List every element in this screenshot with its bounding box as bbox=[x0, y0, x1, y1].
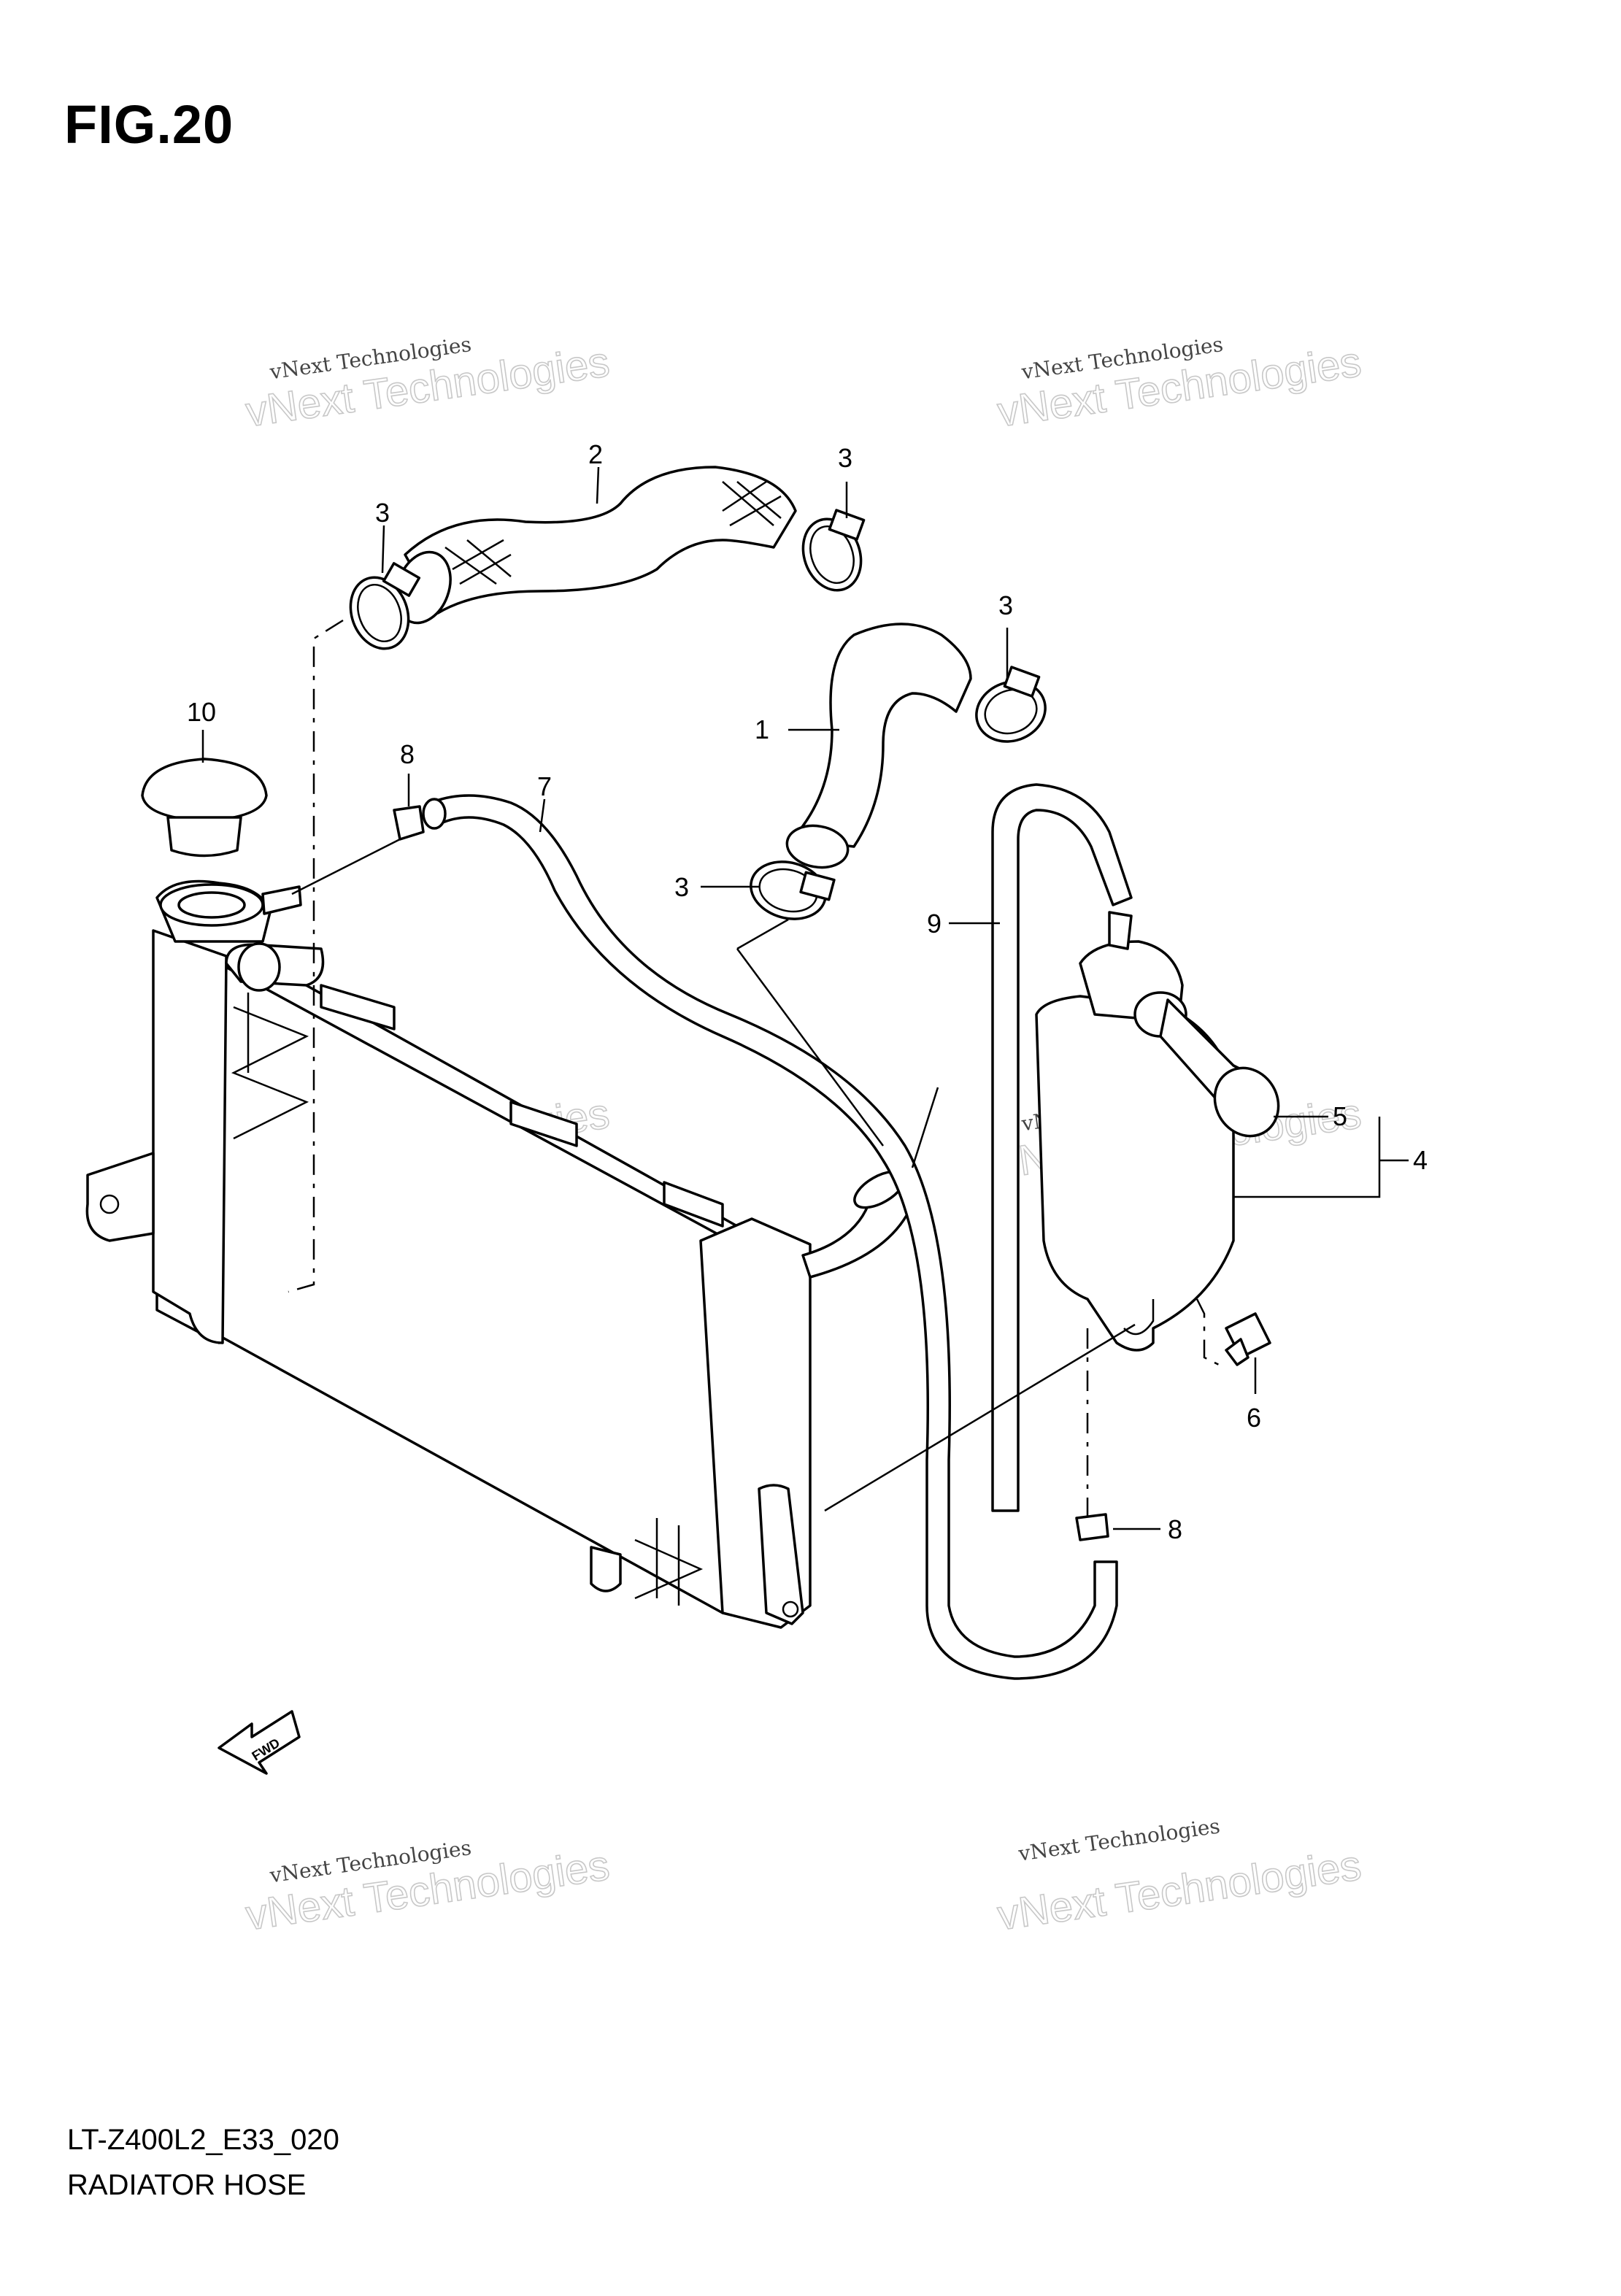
figure-title: FIG.20 bbox=[64, 94, 234, 155]
watermark-top-right: vNext Technologies vNext Technologies bbox=[994, 332, 1365, 436]
hose-clamp bbox=[750, 860, 836, 920]
figure-name: RADIATOR HOSE bbox=[67, 2169, 307, 2201]
callout-10: 10 bbox=[187, 697, 216, 727]
watermark-bottom-right: vNext Technologies vNext Technologies bbox=[994, 1814, 1365, 1940]
callout-2: 2 bbox=[588, 439, 603, 469]
callout-5: 5 bbox=[1333, 1101, 1347, 1131]
callout-4: 4 bbox=[1413, 1145, 1428, 1175]
callout-9: 9 bbox=[927, 909, 942, 939]
hose-clamp bbox=[975, 666, 1047, 743]
reservoir-tank bbox=[1035, 911, 1235, 1352]
forward-arrow-icon: FWD bbox=[217, 1710, 301, 1775]
hose-clamp bbox=[801, 509, 866, 592]
watermark-text: vNext Technologies bbox=[1017, 1814, 1222, 1866]
reservoir-breather-hose bbox=[991, 783, 1133, 1512]
watermark-top-left: vNext Technologies vNext Technologies bbox=[242, 332, 613, 436]
callout-8: 8 bbox=[1168, 1514, 1182, 1544]
callout-3: 3 bbox=[375, 498, 390, 528]
callout-7: 7 bbox=[537, 771, 552, 801]
watermark-bottom-left: vNext Technologies vNext Technologies bbox=[242, 1835, 613, 1940]
mounting-bolt bbox=[1225, 1312, 1271, 1366]
radiator-cap bbox=[141, 758, 268, 858]
figure-code: LT-Z400L2_E33_020 bbox=[67, 2124, 339, 2156]
lower-radiator-hose bbox=[785, 623, 972, 869]
callout-3: 3 bbox=[838, 443, 852, 473]
callout-3: 3 bbox=[998, 590, 1013, 620]
callout-3: 3 bbox=[674, 872, 689, 902]
upper-radiator-hose bbox=[395, 466, 797, 625]
callout-6: 6 bbox=[1247, 1403, 1261, 1433]
reservoir-cap bbox=[1159, 998, 1280, 1138]
hose-clip bbox=[291, 805, 1109, 1541]
callout-8: 8 bbox=[400, 739, 415, 769]
callout-1: 1 bbox=[755, 714, 769, 744]
overflow-hose bbox=[422, 794, 1118, 1680]
hose-clamp bbox=[349, 562, 421, 650]
radiator bbox=[85, 879, 914, 1629]
